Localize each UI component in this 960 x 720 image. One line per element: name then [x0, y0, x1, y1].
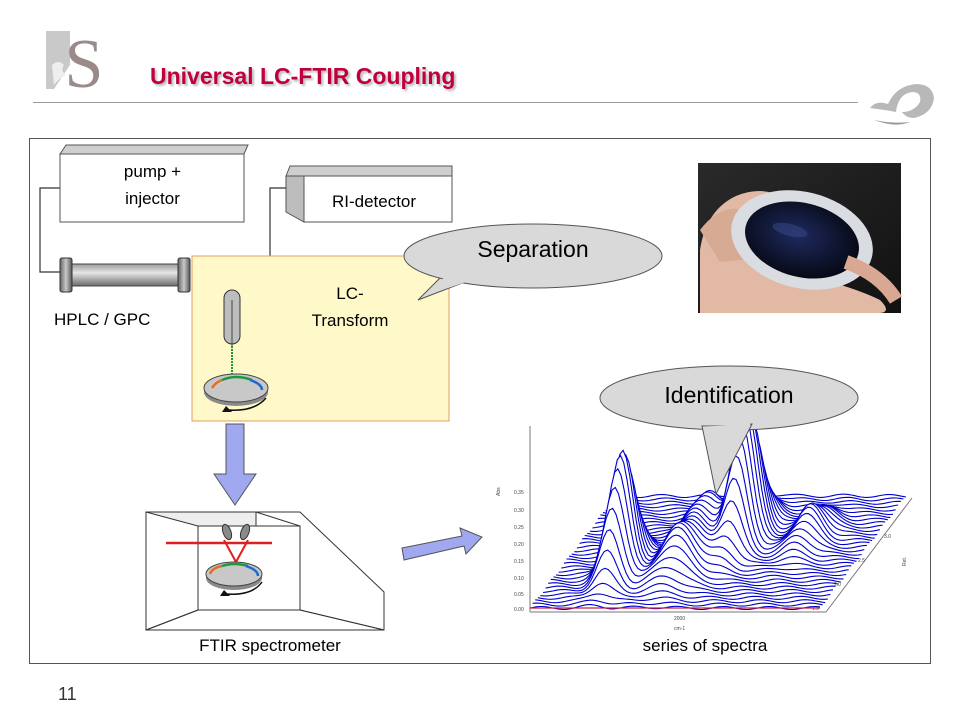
header-divider — [33, 102, 858, 103]
spectrum-trace — [529, 604, 821, 611]
lc-transform-label: LC- Transform — [311, 284, 389, 330]
collection-disc — [203, 373, 269, 412]
identification-callout — [599, 365, 859, 496]
separation-label: Separation — [477, 236, 589, 262]
spectrum-trace — [537, 582, 828, 600]
spectra-series — [529, 408, 907, 611]
y-tick-label: 0.15 — [514, 559, 524, 565]
diagram-frame — [29, 138, 931, 664]
down-arrow — [213, 423, 257, 506]
hplc-column — [59, 257, 191, 293]
ftir-spectrometer — [145, 511, 385, 631]
y-axis-label: Abs — [496, 487, 502, 496]
ri-detector-box — [285, 165, 453, 223]
z-axis-label: Ret. — [902, 557, 908, 566]
spray-nozzle — [223, 289, 241, 378]
spectrum-trace — [535, 593, 826, 604]
identification-label: Identification — [664, 382, 794, 408]
slide-title: Universal LC-FTIR Coupling — [150, 63, 456, 89]
svg-text:S: S — [65, 26, 104, 97]
university-logo: S — [46, 26, 104, 97]
ftir-spectrometer-label: FTIR spectrometer — [199, 636, 341, 655]
z-tick-label: 2.0 — [834, 582, 841, 588]
y-tick-label: 0.05 — [514, 592, 524, 598]
separation-callout — [403, 223, 663, 301]
y-tick-label: 0.25 — [514, 525, 524, 531]
hplc-gpc-label: HPLC / GPC — [54, 310, 151, 329]
x-tick-label: 2000 — [674, 616, 685, 622]
z-tick-label: 3.0 — [884, 534, 891, 540]
page-number: 11 — [58, 684, 77, 704]
right-arrow — [401, 527, 483, 561]
x-axis-label: cm-1 — [674, 626, 685, 632]
series-of-spectra-label: series of spectra — [642, 636, 768, 655]
disc-photo — [698, 163, 902, 313]
y-tick-label: 0.10 — [514, 576, 524, 582]
y-tick-label: 0.35 — [514, 490, 524, 496]
ri-detector-label: RI-detector — [331, 192, 417, 211]
spectrum-trace — [532, 599, 823, 607]
y-tick-label: 0.00 — [514, 607, 524, 613]
z-tick-label: 1.5 — [812, 606, 819, 612]
spectra-plot: 0.00 0.05 0.10 0.15 0.20 0.25 0.30 0.35 … — [496, 408, 913, 632]
pump-injector-box — [59, 144, 249, 223]
y-tick-label: 0.20 — [514, 542, 524, 548]
pump-injector-label: pump + injector — [123, 162, 182, 208]
y-tick-label: 0.30 — [514, 508, 524, 514]
corner-swirl-logo — [870, 84, 934, 125]
z-tick-label: 2.5 — [858, 558, 865, 564]
